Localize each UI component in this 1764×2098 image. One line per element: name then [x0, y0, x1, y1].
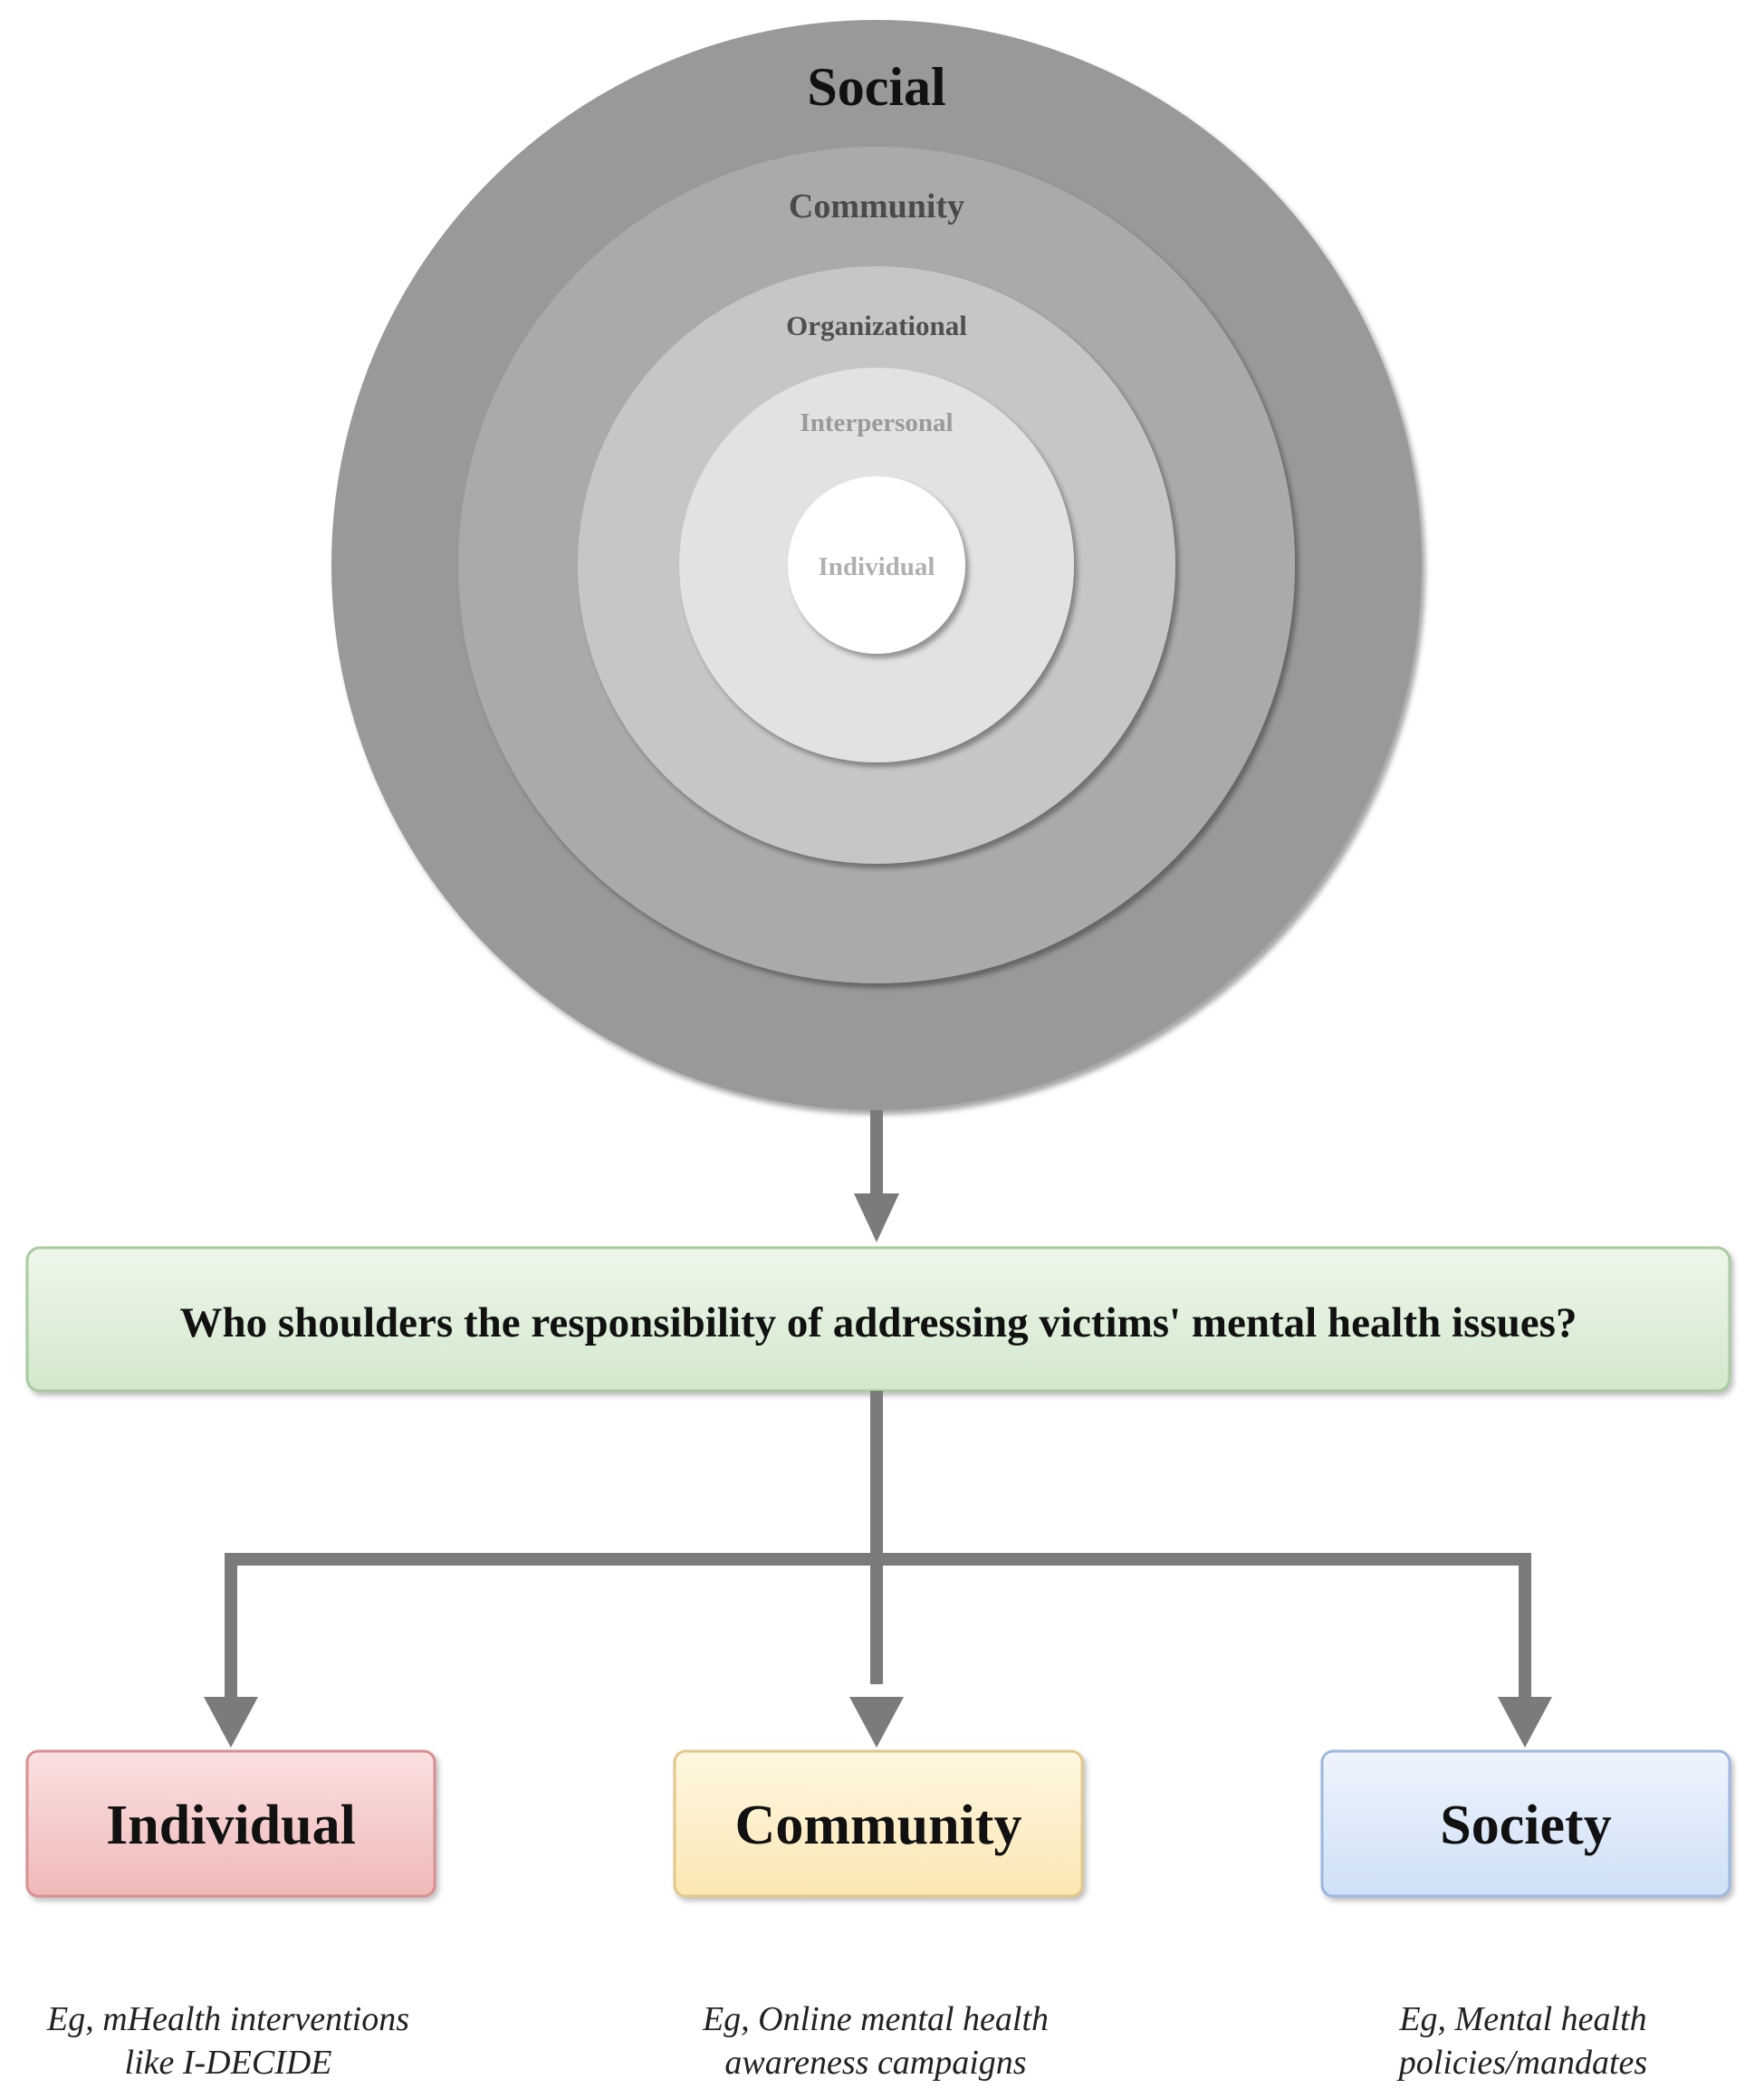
- ring-label-individual: Individual: [819, 552, 935, 581]
- arrowhead-community: [849, 1697, 904, 1748]
- outcome-individual: Individual: [25, 1749, 436, 1898]
- outcome-label-society: Society: [1440, 1795, 1611, 1856]
- concentric-rings: Social Community Organizational Interper…: [331, 20, 1422, 1110]
- ring-label-organizational: Organizational: [786, 310, 967, 341]
- ring-label-interpersonal: Interpersonal: [800, 408, 953, 437]
- question-box: Who shoulders the responsibility of addr…: [25, 1246, 1731, 1393]
- example-captions: Eg, mHealth interventions like I-DECIDE …: [46, 2000, 1647, 2082]
- example-individual-line1: Eg, mHealth interventions: [46, 2000, 409, 2038]
- example-community-line2: awareness campaigns: [724, 2044, 1026, 2082]
- ring-individual: [788, 476, 965, 654]
- connector-tree: [204, 1391, 1552, 1748]
- arrow-rings-to-question: [854, 1110, 899, 1242]
- outcome-label-community: Community: [735, 1795, 1022, 1856]
- outcome-label-individual: Individual: [106, 1795, 356, 1856]
- example-community-line1: Eg, Online mental health: [702, 2000, 1049, 2038]
- arrowhead-society: [1498, 1697, 1552, 1748]
- outcome-society: Society: [1320, 1749, 1731, 1898]
- arrowhead-individual: [204, 1697, 258, 1748]
- example-individual-line2: like I-DECIDE: [125, 2044, 332, 2082]
- example-society-line1: Eg, Mental health: [1398, 2000, 1646, 2038]
- ring-label-social: Social: [807, 57, 945, 117]
- ring-label-community: Community: [789, 187, 964, 225]
- example-society-line2: policies/mandates: [1396, 2044, 1647, 2082]
- question-text: Who shoulders the responsibility of addr…: [180, 1299, 1577, 1346]
- outcome-community: Community: [673, 1749, 1084, 1898]
